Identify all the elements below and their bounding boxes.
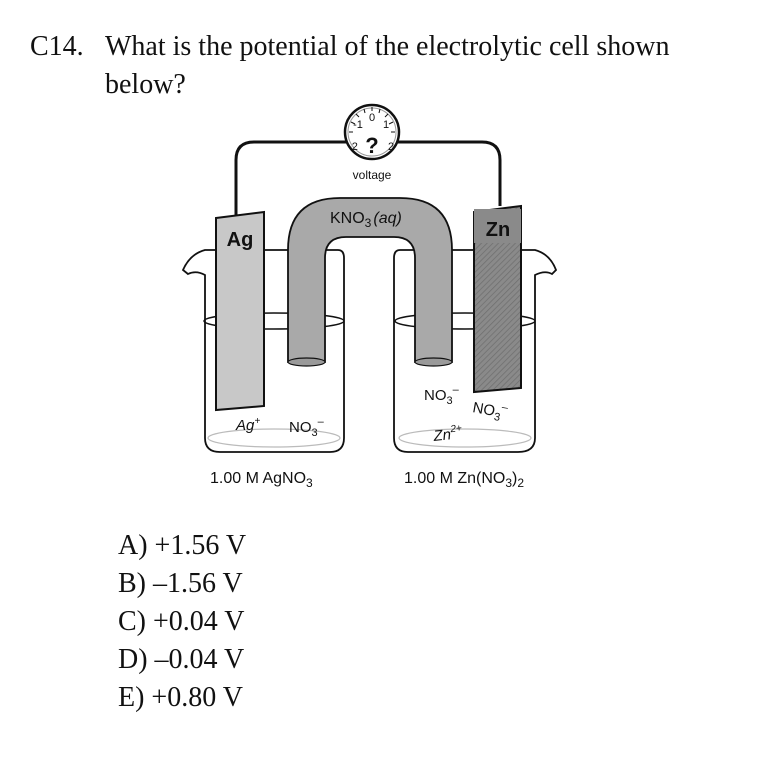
question-text-line-2: below?: [105, 69, 186, 100]
answer-choice-b[interactable]: B) –1.56 V: [118, 568, 243, 599]
silver-ion-label: Ag+: [235, 416, 260, 434]
answer-choice-d[interactable]: D) –0.04 V: [118, 644, 245, 675]
nitrate-ion-label-right-2: NO3–: [471, 396, 510, 425]
external-wire: [234, 140, 502, 218]
meter-tick-label: -1: [353, 119, 363, 131]
answer-choice-e[interactable]: E) +0.80 V: [118, 682, 243, 713]
answer-choice-c[interactable]: C) +0.04 V: [118, 606, 245, 637]
meter-question-mark: ?: [365, 133, 378, 158]
question-text-line-1: What is the potential of the electrolyti…: [105, 31, 670, 62]
left-solution-label: 1.00 M AgNO3: [210, 470, 313, 490]
meter-tick-label: 1: [383, 119, 389, 131]
salt-bridge-label: KNO3(aq): [330, 210, 402, 230]
question-number: C14.: [30, 31, 84, 62]
answer-choice-a[interactable]: A) +1.56 V: [118, 530, 247, 561]
meter-tick-label: 0: [369, 112, 375, 124]
salt-bridge: [287, 197, 453, 363]
electrochemical-cell-diagram: -2 -1 0 1 2 ? voltage KNO3(aq) Ag Zn Ag+…: [181, 103, 558, 490]
voltmeter: -2 -1 0 1 2 ?: [343, 103, 401, 161]
zinc-electrode-label: Zn: [486, 219, 510, 241]
silver-electrode-label: Ag: [227, 229, 254, 251]
zinc-electrode: [473, 204, 522, 394]
meter-tick-label: 2: [388, 141, 394, 153]
zinc-ion-label: Zn2+: [431, 423, 463, 445]
voltage-label: voltage: [353, 168, 392, 182]
right-solution-label: 1.00 M Zn(NO3)2: [404, 470, 524, 490]
nitrate-ion-label-right-1: NO3–: [424, 384, 460, 407]
silver-electrode: [215, 210, 265, 412]
nitrate-ion-label-left: NO3–: [289, 416, 325, 439]
meter-tick-label: -2: [348, 141, 358, 153]
